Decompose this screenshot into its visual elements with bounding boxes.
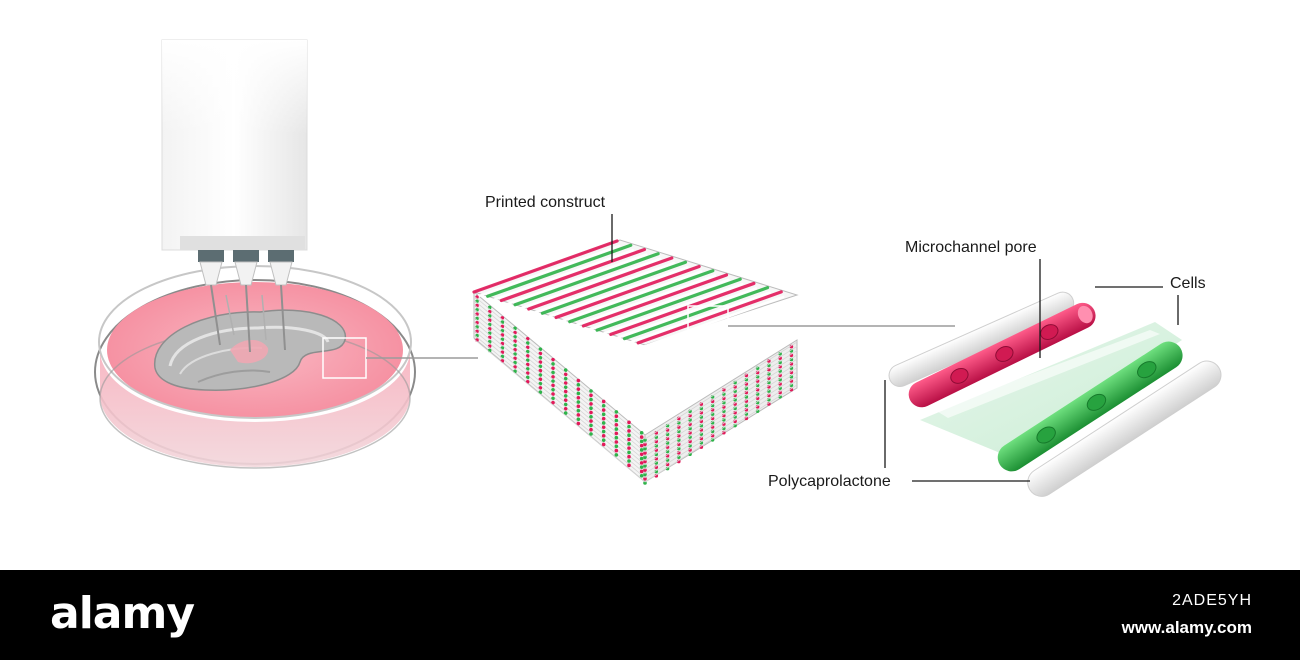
footer-bar: alamy 2ADE5YH www.alamy.com bbox=[0, 570, 1300, 660]
petri-dish-icon bbox=[94, 265, 416, 469]
cell-rod-green bbox=[997, 341, 1183, 472]
label-polycaprolactone: Polycaprolactone bbox=[768, 473, 891, 490]
printed-construct-icon bbox=[472, 239, 799, 485]
microchannel-detail-icon bbox=[888, 291, 1222, 497]
label-cells: Cells bbox=[1170, 275, 1206, 292]
site-url[interactable]: www.alamy.com bbox=[1121, 618, 1252, 637]
brand-logo[interactable]: alamy bbox=[50, 588, 195, 639]
microchannel-pore-membrane bbox=[920, 322, 1182, 455]
label-printed-construct: Printed construct bbox=[485, 194, 606, 211]
cell-rod-magenta bbox=[908, 302, 1096, 408]
pcl-rod-front bbox=[1027, 360, 1222, 497]
zoom-box-construct bbox=[687, 305, 729, 345]
image-id: 2ADE5YH bbox=[1172, 592, 1252, 609]
label-microchannel-pore: Microchannel pore bbox=[905, 239, 1037, 256]
bioprinter-icon bbox=[161, 39, 308, 353]
diagram-svg: Printed construct Microchannel pore Cell… bbox=[94, 39, 1222, 497]
